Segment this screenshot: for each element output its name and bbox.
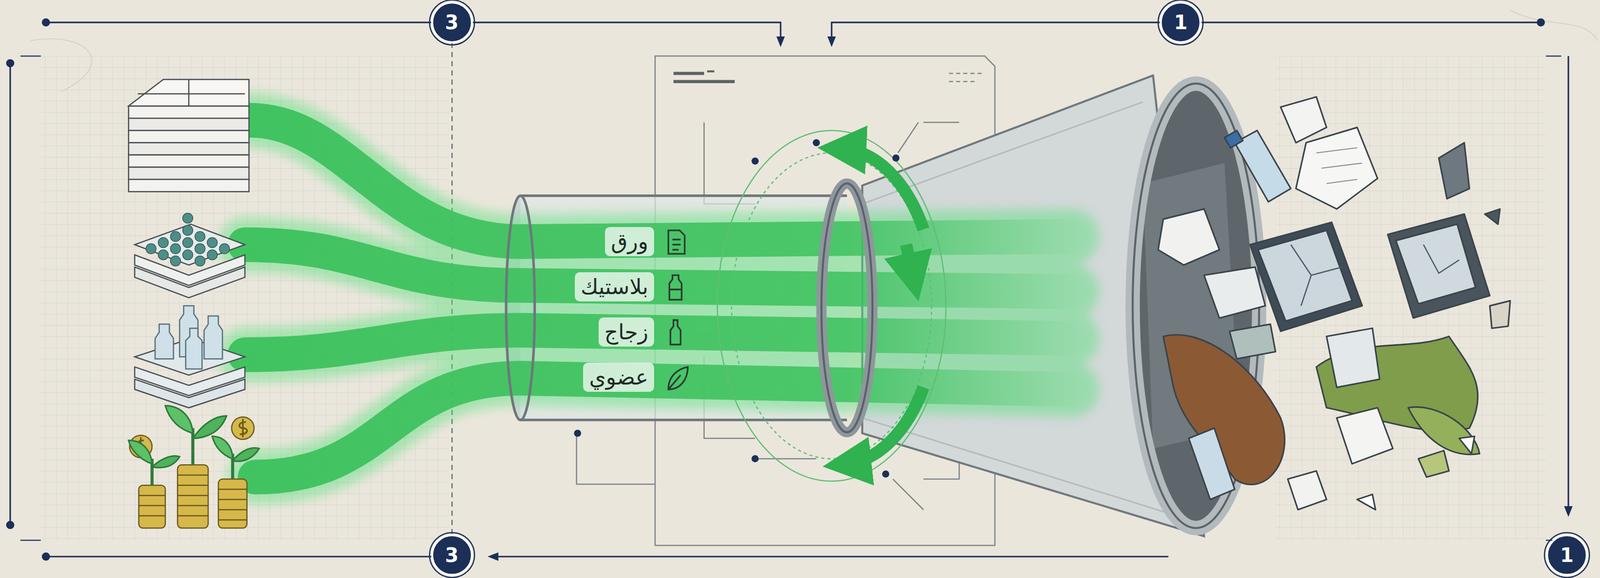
material-label: ورق (604, 227, 655, 257)
callout-number: 1 (1160, 2, 1201, 43)
material-label: بلاستيك (574, 272, 655, 302)
callout-number: 3 (431, 535, 472, 576)
callout-number: 1 (1546, 535, 1587, 576)
material-label: عضوي (583, 362, 655, 392)
material-label: زجاج (598, 317, 655, 347)
tube-label-group: ورق بلاستيك زجاج عضوي (566, 227, 655, 409)
callout-number: 3 (431, 2, 472, 43)
